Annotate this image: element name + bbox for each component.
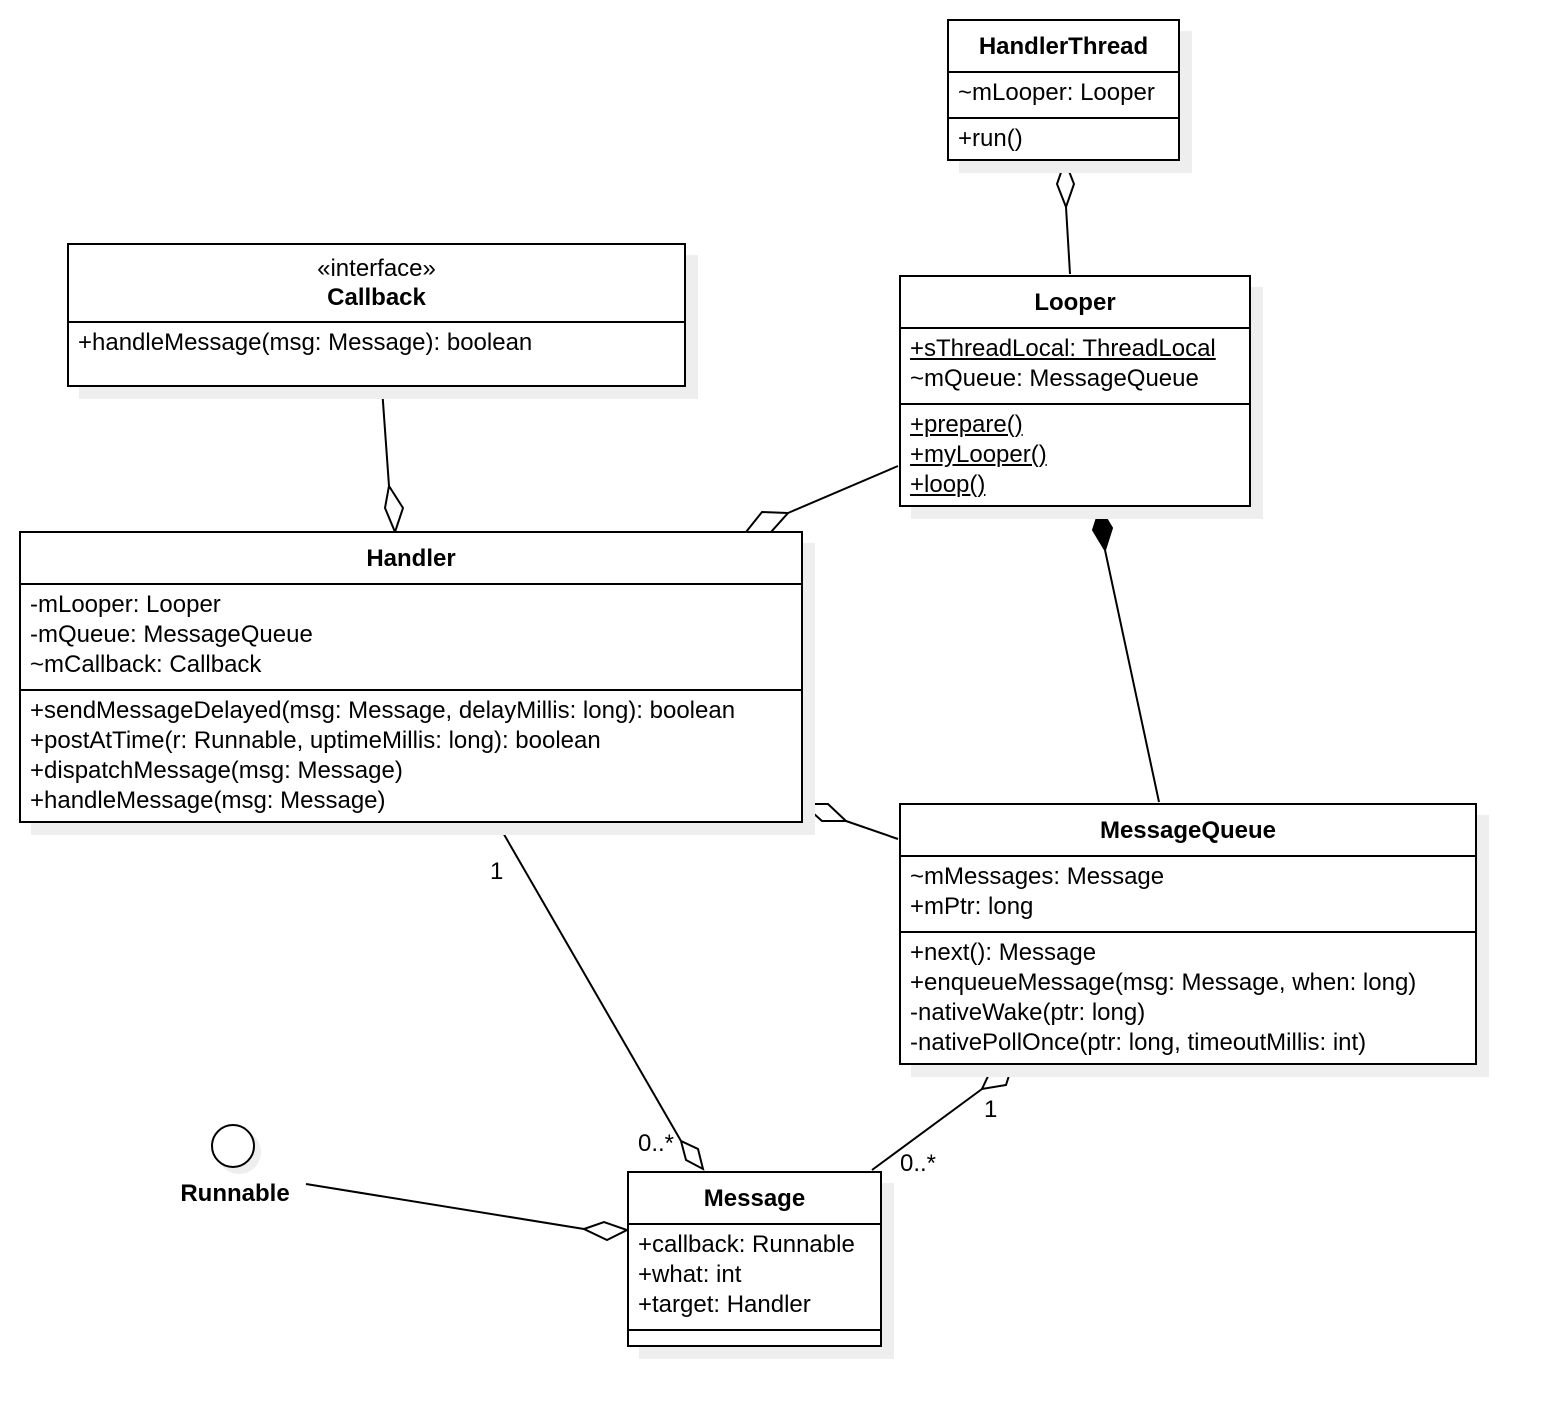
multiplicity-handler-end: 1	[490, 858, 504, 885]
class-name-label: Message	[703, 1184, 806, 1212]
operation: +dispatchMessage(msg: Message)	[30, 757, 403, 784]
attribute: ~mQueue: MessageQueue	[910, 365, 1199, 392]
connector-looper-handler	[743, 465, 899, 533]
operation: +next(): Message	[910, 939, 1097, 966]
attribute: ~mMessages: Message	[910, 863, 1165, 890]
attribute: +sThreadLocal: ThreadLocal	[910, 335, 1216, 362]
multiplicity-queue-end: 1	[984, 1096, 998, 1123]
operations-compartment	[629, 1331, 880, 1341]
class-name: MessageQueue	[901, 805, 1475, 857]
class-name: HandlerThread	[949, 21, 1178, 73]
connector-handler-message	[497, 823, 705, 1171]
attribute: -mLooper: Looper	[30, 591, 221, 618]
aggregation-diamond-icon	[383, 483, 405, 535]
attributes-compartment: -mLooper: Looper -mQueue: MessageQueue ~…	[21, 585, 801, 691]
multiplicity-message-end: 0..*	[638, 1130, 675, 1157]
attribute: +callback: Runnable	[638, 1231, 855, 1258]
class-name-label: HandlerThread	[978, 32, 1149, 60]
aggregation-diamond-icon	[1055, 158, 1076, 210]
attribute: +what: int	[638, 1261, 742, 1288]
operation: +myLooper()	[910, 441, 1047, 468]
class-name: Looper	[901, 277, 1249, 329]
interface-lollipop-icon[interactable]	[211, 1124, 255, 1168]
attributes-compartment: +callback: Runnable +what: int +target: …	[629, 1225, 880, 1331]
operations-compartment: +sendMessageDelayed(msg: Message, delayM…	[21, 691, 801, 821]
attributes-compartment: ~mMessages: Message +mPtr: long	[901, 857, 1475, 933]
attribute: -mQueue: MessageQueue	[30, 621, 313, 648]
class-messagequeue[interactable]: MessageQueue ~mMessages: Message +mPtr: …	[899, 803, 1477, 1065]
stereotype-label: «interface»	[317, 255, 436, 282]
operation: +loop()	[910, 471, 986, 498]
aggregation-diamond-icon	[679, 1139, 705, 1171]
class-handlerthread[interactable]: HandlerThread ~mLooper: Looper +run()	[947, 19, 1180, 161]
attribute: +target: Handler	[638, 1291, 811, 1318]
operations-compartment: +handleMessage(msg: Message): boolean	[69, 323, 684, 363]
connector-messagequeue-handler	[800, 803, 899, 840]
class-name-label: Looper	[1034, 288, 1116, 316]
operations-compartment: +prepare() +myLooper() +loop()	[901, 405, 1249, 505]
operation: +handleMessage(msg: Message)	[30, 787, 386, 814]
composition-diamond-icon	[1091, 505, 1114, 553]
connector-runnable-message	[305, 1183, 630, 1242]
class-looper[interactable]: Looper +sThreadLocal: ThreadLocal ~mQueu…	[899, 275, 1251, 507]
attribute: ~mLooper: Looper	[958, 79, 1155, 106]
class-handler[interactable]: Handler -mLooper: Looper -mQueue: Messag…	[19, 531, 803, 823]
operation: +prepare()	[910, 411, 1023, 438]
attributes-compartment: +sThreadLocal: ThreadLocal ~mQueue: Mess…	[901, 329, 1249, 405]
aggregation-diamond-icon	[743, 510, 791, 533]
operation: -nativePollOnce(ptr: long, timeoutMillis…	[910, 1029, 1367, 1056]
class-callback[interactable]: «interface» Callback +handleMessage(msg:…	[67, 243, 686, 387]
class-message[interactable]: Message +callback: Runnable +what: int +…	[627, 1171, 882, 1347]
operations-compartment: +run()	[949, 119, 1178, 159]
aggregation-diamond-icon	[581, 1220, 630, 1242]
attributes-compartment: ~mLooper: Looper	[949, 73, 1178, 119]
operation: +enqueueMessage(msg: Message, when: long…	[910, 969, 1417, 996]
aggregation-diamond-icon	[980, 1064, 1014, 1091]
class-name-label: Callback	[327, 284, 426, 311]
multiplicity-message-end: 0..*	[900, 1150, 937, 1177]
interface-name-label: Runnable	[180, 1180, 290, 1207]
class-name: Message	[629, 1173, 880, 1225]
operation: +postAtTime(r: Runnable, uptimeMillis: l…	[30, 727, 601, 754]
connector-callback-handler	[381, 387, 405, 535]
operation: +sendMessageDelayed(msg: Message, delayM…	[30, 697, 736, 724]
operation: +run()	[958, 125, 1023, 152]
operation: +handleMessage(msg: Message): boolean	[78, 329, 533, 356]
class-name-label: MessageQueue	[1099, 816, 1277, 844]
aggregation-diamond-icon	[800, 803, 849, 822]
class-name: «interface» Callback	[69, 245, 684, 323]
operation: -nativeWake(ptr: long)	[910, 999, 1146, 1026]
class-name-label: Handler	[366, 544, 456, 572]
attribute: +mPtr: long	[910, 893, 1034, 920]
attribute: ~mCallback: Callback	[30, 651, 262, 678]
class-name: Handler	[21, 533, 801, 585]
connector-looper-messagequeue	[1091, 505, 1160, 803]
connector-handlerthread-looper	[1055, 158, 1076, 275]
operations-compartment: +next(): Message +enqueueMessage(msg: Me…	[901, 933, 1475, 1063]
